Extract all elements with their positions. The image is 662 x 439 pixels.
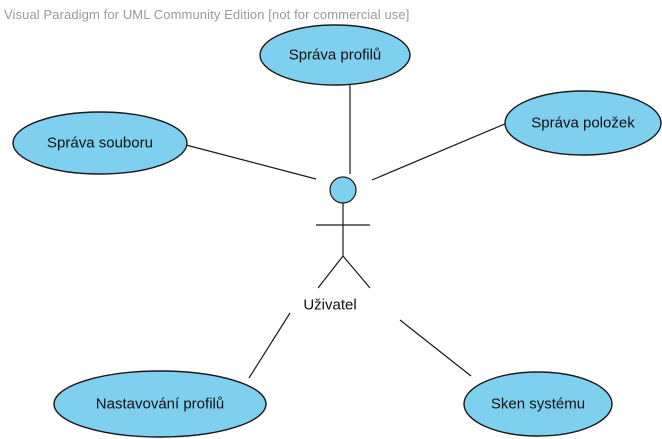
association-sken-systemu[interactable] bbox=[399, 319, 472, 377]
use-case-ellipse bbox=[504, 90, 662, 156]
use-case-label: Správa profilů bbox=[289, 47, 382, 64]
use-case-ellipse bbox=[259, 24, 411, 86]
use-case-sprava-profilu[interactable]: Správa profilů bbox=[259, 24, 411, 86]
use-case-ellipse bbox=[12, 111, 188, 175]
use-case-ellipse bbox=[53, 370, 267, 438]
association-nastavovani-profilu[interactable] bbox=[248, 312, 291, 379]
association-sprava-souboru[interactable] bbox=[185, 144, 317, 180]
actor-head bbox=[329, 176, 357, 204]
watermark-text: Visual Paradigm for UML Community Editio… bbox=[4, 7, 410, 22]
use-case-label: Sken systému bbox=[491, 396, 585, 413]
actor-label: Uživatel bbox=[303, 297, 356, 314]
use-case-nastavovani-profilu[interactable]: Nastavování profilů bbox=[53, 370, 267, 438]
use-case-sken-systemu[interactable]: Sken systému bbox=[463, 371, 613, 437]
actor-right-leg bbox=[342, 255, 371, 289]
association-sprava-polozek[interactable] bbox=[371, 122, 508, 181]
use-case-label: Správa položek bbox=[531, 115, 635, 132]
use-case-label: Nastavování profilů bbox=[96, 396, 224, 413]
use-case-sprava-souboru[interactable]: Správa souboru bbox=[12, 111, 188, 175]
use-case-ellipse bbox=[463, 371, 613, 437]
actor-uzivatel[interactable]: Uživatel bbox=[303, 176, 371, 314]
use-case-sprava-polozek[interactable]: Správa položek bbox=[504, 90, 662, 156]
use-case-label: Správa souboru bbox=[47, 135, 153, 152]
actor-left-leg bbox=[317, 255, 344, 289]
